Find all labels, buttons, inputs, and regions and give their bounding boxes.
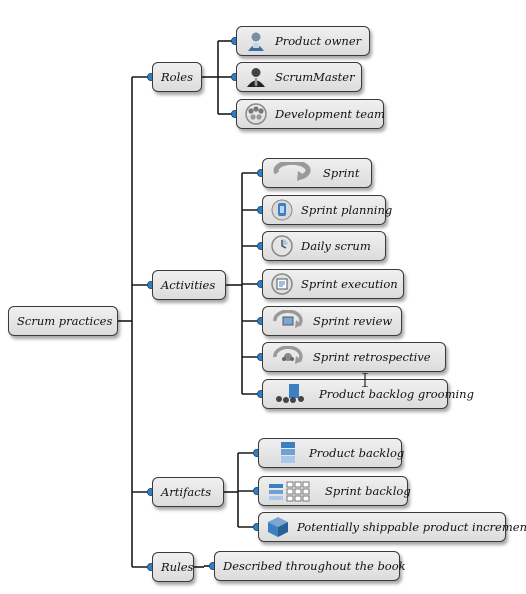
activity-sprint-review[interactable]: Sprint review xyxy=(262,306,402,336)
root-label: Scrum practices xyxy=(17,314,113,328)
category-label: Roles xyxy=(161,70,193,84)
item-label: Product backlog xyxy=(309,446,405,460)
item-label: Product backlog grooming xyxy=(319,387,474,401)
review-icon xyxy=(271,310,305,332)
artifact-product-backlog[interactable]: Product backlog xyxy=(258,438,405,468)
item-label: Sprint planning xyxy=(301,203,393,217)
execution-icon xyxy=(271,273,293,295)
category-roles[interactable]: Roles xyxy=(152,62,202,92)
role-product-owner[interactable]: Product owner xyxy=(236,26,370,56)
category-rules[interactable]: Rules xyxy=(152,552,194,582)
item-label: Described throughout the book xyxy=(223,559,406,573)
activity-sprint-execution[interactable]: Sprint execution xyxy=(262,269,404,299)
rule-described-throughout-book[interactable]: Described throughout the book xyxy=(214,551,406,581)
clock-icon xyxy=(271,235,293,257)
text-cursor-icon xyxy=(362,373,368,387)
artifact-potentially-shippable-increment[interactable]: Potentially shippable product increment xyxy=(258,512,526,542)
item-label: Sprint execution xyxy=(301,277,398,291)
item-label: Product owner xyxy=(275,34,362,48)
planning-icon xyxy=(271,199,293,221)
cycle-arrow-icon xyxy=(271,162,315,184)
item-label: Potentially shippable product increment xyxy=(297,520,526,534)
activity-daily-scrum[interactable]: Daily scrum xyxy=(262,231,386,261)
team-icon xyxy=(245,103,267,125)
item-label: Sprint xyxy=(323,166,360,180)
task-grid-icon xyxy=(267,480,317,502)
category-artifacts[interactable]: Artifacts xyxy=(152,477,224,507)
root-node[interactable]: Scrum practices xyxy=(8,306,118,336)
item-label: Sprint review xyxy=(313,314,393,328)
item-label: Daily scrum xyxy=(301,239,371,253)
category-label: Activities xyxy=(161,278,216,292)
item-label: ScrumMaster xyxy=(275,70,355,84)
activity-product-backlog-grooming[interactable]: Product backlog grooming xyxy=(262,379,474,409)
person-icon xyxy=(245,30,267,52)
activity-sprint[interactable]: Sprint xyxy=(262,158,372,188)
activity-sprint-retrospective[interactable]: Sprint retrospective xyxy=(262,342,446,372)
category-label: Artifacts xyxy=(161,485,212,499)
grooming-icon xyxy=(271,383,311,405)
role-scrummaster[interactable]: ScrumMaster xyxy=(236,62,362,92)
item-label: Development team xyxy=(275,107,385,121)
backlog-bars-icon xyxy=(267,442,301,464)
category-activities[interactable]: Activities xyxy=(152,270,226,300)
activity-sprint-planning[interactable]: Sprint planning xyxy=(262,195,392,225)
artifact-sprint-backlog[interactable]: Sprint backlog xyxy=(258,476,411,506)
item-label: Sprint retrospective xyxy=(313,350,431,364)
role-development-team[interactable]: Development team xyxy=(236,99,385,129)
person-tie-icon xyxy=(245,66,267,88)
item-label: Sprint backlog xyxy=(325,484,411,498)
cube-icon xyxy=(267,516,289,538)
retrospective-icon xyxy=(271,346,305,368)
category-label: Rules xyxy=(161,560,194,574)
